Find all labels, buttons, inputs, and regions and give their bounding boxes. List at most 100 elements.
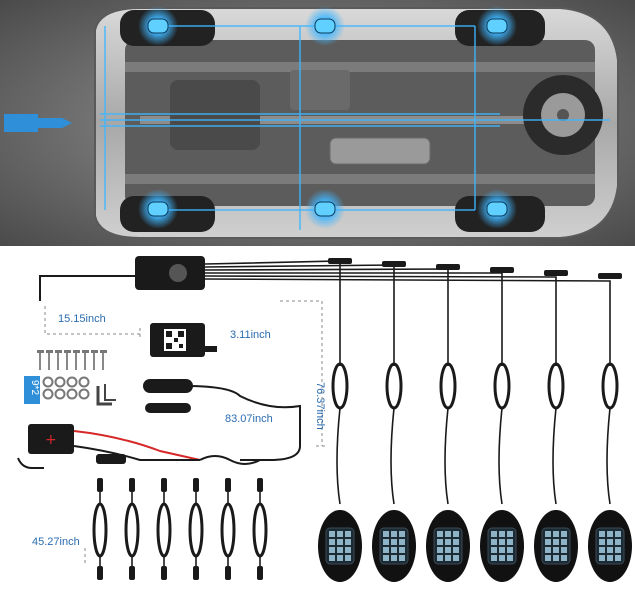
pod-lower-cable	[336, 407, 341, 505]
led-chip	[383, 555, 389, 561]
ext-cable-connector	[257, 566, 263, 580]
led-pod	[314, 18, 336, 34]
led-chip	[491, 531, 497, 537]
ext-cable-connector	[129, 566, 135, 580]
led-chip	[437, 539, 443, 545]
ext-cable-connector	[193, 566, 199, 580]
screw-set	[37, 350, 107, 370]
washer	[54, 388, 66, 400]
bluetooth-box-lead	[205, 346, 217, 352]
led-chip	[607, 555, 613, 561]
led-chip	[491, 539, 497, 545]
ext-cable-coil	[252, 502, 268, 558]
frame-rail-left	[125, 62, 595, 72]
led-chip	[453, 555, 459, 561]
led-chip	[337, 555, 343, 561]
pod-connector	[436, 264, 460, 270]
ext-cable-connector	[257, 478, 263, 492]
dimension-lines	[44, 300, 328, 564]
washer	[78, 376, 90, 388]
underglow-pods	[138, 6, 517, 229]
led-chip	[615, 531, 621, 537]
pod-connector	[382, 261, 406, 267]
screw-head	[46, 350, 53, 353]
led-chip	[345, 531, 351, 537]
pod-connector	[328, 258, 352, 264]
dim-vertical-run-label: 76.37inch	[314, 382, 326, 430]
led-chip	[345, 555, 351, 561]
led-pod	[147, 18, 169, 34]
led-chip	[545, 531, 551, 537]
hex-key	[104, 384, 116, 401]
led-chip	[453, 547, 459, 553]
led-chip	[437, 531, 443, 537]
car-underside-photo	[0, 0, 635, 246]
screw-head	[100, 350, 107, 353]
led-chip	[337, 531, 343, 537]
pod-connector	[490, 267, 514, 273]
led-chip	[453, 531, 459, 537]
led-chip	[615, 555, 621, 561]
controller-connector	[38, 118, 72, 128]
ground-lead	[17, 457, 44, 469]
led-chip	[545, 555, 551, 561]
led-chip	[507, 555, 513, 561]
led-chip	[607, 547, 613, 553]
ext-cable-connector	[193, 478, 199, 492]
frame-rail-right	[125, 174, 595, 184]
dim-bluetooth-box-label: 3.11inch	[230, 329, 271, 341]
led-chip	[383, 531, 389, 537]
ext-cable-coil	[92, 502, 108, 558]
dim-power-cable-label: 83.07inch	[225, 413, 273, 425]
engine-block	[170, 80, 260, 150]
washer	[66, 376, 78, 388]
power-cable	[185, 385, 301, 461]
led-chip	[607, 531, 613, 537]
led-chip	[507, 539, 513, 545]
screw-head	[37, 350, 44, 353]
pod-cable-coil	[385, 362, 403, 410]
pod-lower-cable	[390, 407, 395, 505]
led-chip	[329, 539, 335, 545]
washer	[66, 388, 78, 400]
led-chip	[453, 539, 459, 545]
ext-cable-coil	[188, 502, 204, 558]
led-chip	[599, 531, 605, 537]
positive-terminal-symbol: +	[45, 432, 57, 448]
screw-head	[64, 350, 71, 353]
led-chip	[553, 555, 559, 561]
led-chip	[507, 531, 513, 537]
led-chip	[499, 555, 505, 561]
led-chip	[437, 555, 443, 561]
pod-lead-cable	[204, 275, 557, 366]
pod-lower-cable	[444, 407, 449, 505]
pod-cable-coil	[493, 362, 511, 410]
ext-cable-connector	[129, 478, 135, 492]
led-chip	[499, 531, 505, 537]
led-chip	[507, 547, 513, 553]
led-chip	[399, 547, 405, 553]
ext-cable-coil	[156, 502, 172, 558]
led-chip	[615, 539, 621, 545]
muffler	[329, 137, 431, 165]
qr-code-pattern	[166, 331, 184, 349]
screw-head	[91, 350, 98, 353]
led-chip	[445, 555, 451, 561]
led-chip	[391, 555, 397, 561]
led-chip	[399, 539, 405, 545]
led-chip	[615, 547, 621, 553]
pod-connector	[598, 273, 622, 279]
pod-lead-cable	[204, 268, 449, 366]
led-chip	[345, 547, 351, 553]
screw-head	[73, 350, 80, 353]
pod-cable-coil	[331, 362, 349, 410]
led-chip	[399, 555, 405, 561]
dim-controller-cable-label: 15.15inch	[58, 313, 106, 325]
led-chip	[561, 531, 567, 537]
led-chip	[445, 531, 451, 537]
led-chip	[553, 547, 559, 553]
led-chip	[499, 547, 505, 553]
led-chip	[399, 531, 405, 537]
ext-cable-connector	[161, 478, 167, 492]
